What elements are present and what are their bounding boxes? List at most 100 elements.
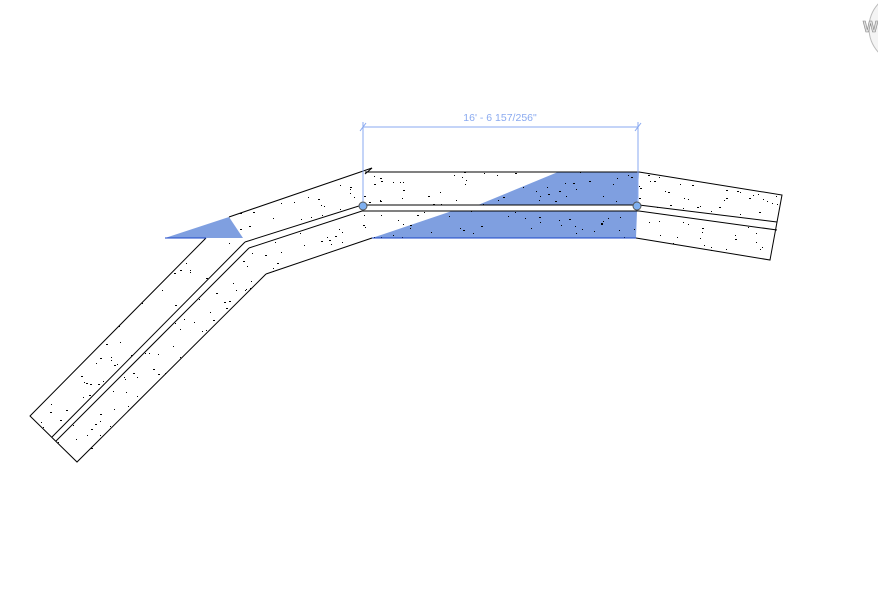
hatch-dot (659, 221, 660, 222)
hatch-dot (335, 236, 337, 237)
walls[interactable] (29, 167, 783, 463)
hatch-dot (719, 207, 721, 208)
hatch-dot (462, 177, 463, 178)
tick-mark (634, 122, 642, 132)
hatch-dot (772, 203, 773, 204)
hatch-dot (398, 220, 399, 221)
hatch-dot (465, 184, 466, 185)
hatch-dot (683, 222, 684, 223)
hatch-dot (321, 241, 323, 242)
hatch-dot (380, 178, 382, 179)
hatch-dot (456, 200, 457, 201)
view-cube[interactable]: W (863, 0, 878, 64)
wall-end-grip[interactable] (358, 201, 368, 211)
hatch-dot (454, 175, 455, 176)
hatch-dot (508, 216, 509, 217)
hatch-dot (95, 424, 97, 425)
hatch-dot (431, 232, 432, 233)
hatch-dot (594, 231, 595, 232)
hatch-dot (702, 232, 703, 233)
hatch-dot (273, 268, 274, 269)
hatch-dot (240, 213, 242, 214)
hatch-dot (601, 224, 603, 225)
hatch-dot (539, 200, 540, 201)
hatch-dot (340, 209, 341, 210)
hatch-dot (402, 198, 403, 199)
dimension-label[interactable]: 16' - 6 157/256" (463, 112, 537, 124)
hatch-dot (628, 175, 629, 176)
hatch-dot (380, 201, 382, 202)
hatch-dot (120, 342, 121, 343)
hatch-dot (128, 406, 129, 407)
hatch-dot (726, 190, 728, 191)
hatch-dot (252, 253, 253, 254)
hatch-dot (374, 184, 376, 185)
wall-edge (29, 237, 267, 463)
hatch-dot (735, 235, 736, 236)
concrete-hatch (41, 172, 778, 449)
hatch-dot (660, 235, 661, 236)
hatch-dot (697, 207, 699, 208)
hatch-dot (84, 382, 85, 383)
hatch-dot (677, 237, 678, 238)
hatch-dot (103, 381, 104, 382)
hatch-dot (749, 198, 751, 199)
hatch-dot (525, 218, 526, 219)
hatch-dot (497, 175, 498, 176)
hatch-dot (575, 226, 576, 227)
hatch-dot (670, 205, 672, 206)
hatch-dot (86, 383, 88, 384)
hatch-dot (374, 176, 375, 177)
hatch-dot (213, 320, 215, 321)
hatch-dot (245, 290, 246, 291)
hatch-dot (758, 194, 759, 195)
hatch-dot (90, 384, 92, 385)
hatch-dot (561, 225, 562, 226)
hatch-dot (281, 252, 282, 253)
hatch-dot (777, 204, 778, 205)
hatch-dot (273, 218, 274, 219)
wall-end-grip[interactable] (632, 201, 642, 211)
hatch-dot (110, 426, 111, 427)
view-cube-label: W (863, 19, 878, 36)
hatch-dot (149, 353, 150, 354)
hatch-dot (117, 364, 118, 365)
hatch-dot (756, 233, 757, 234)
hatch-dot (224, 302, 226, 303)
hatch-dot (175, 323, 176, 324)
hatch-dot (673, 243, 674, 244)
hatch-dot (364, 196, 366, 197)
hatch-dot (206, 330, 207, 331)
hatch-dot (124, 377, 125, 378)
wall-fills (165, 172, 639, 238)
hatch-dot (400, 182, 401, 183)
hatch-dot (354, 197, 355, 198)
hatch-dot (50, 412, 52, 413)
hatch-dot (216, 293, 218, 294)
hatch-dot (114, 409, 115, 410)
view-cube-ring (868, 3, 878, 53)
hatch-dot (318, 199, 320, 200)
hatch-dot (350, 193, 351, 194)
hatch-dot (473, 233, 474, 234)
hatch-dot (484, 173, 485, 174)
hatch-dot (363, 225, 365, 226)
hatch-dot (440, 192, 441, 193)
hatch-dot (210, 312, 211, 313)
dimension[interactable]: 16' - 6 157/256" (359, 112, 642, 203)
hatch-dot (417, 215, 419, 216)
hatch-dot (515, 212, 516, 213)
hatch-dot (711, 247, 712, 248)
hatch-dot (555, 201, 557, 202)
hatch-dot (111, 357, 112, 358)
hatch-dot (41, 422, 42, 423)
hatch-dot (531, 228, 532, 229)
hatch-dot (724, 200, 725, 201)
hatch-dot (73, 425, 74, 426)
hatch-dot (113, 391, 114, 392)
hatch-dot (688, 224, 689, 225)
hatch-dot (229, 301, 231, 302)
hatch-dot (759, 212, 761, 213)
hatch-dot (251, 281, 252, 282)
